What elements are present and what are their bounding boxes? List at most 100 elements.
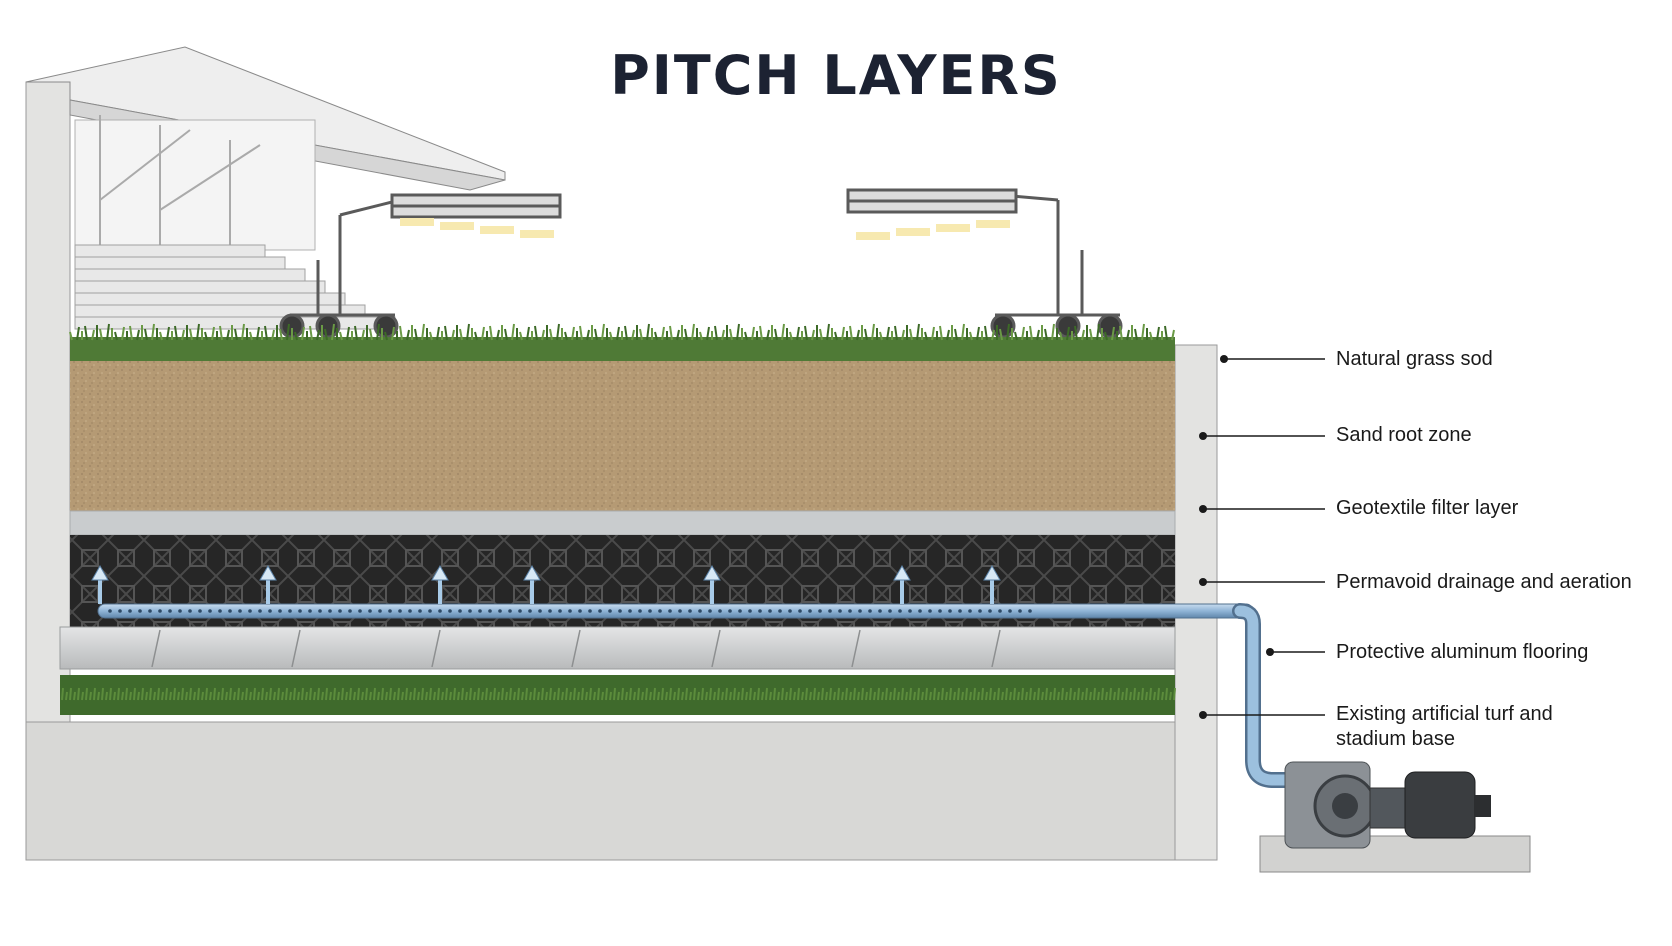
pipe-hole	[808, 609, 812, 613]
turf-blade	[1022, 688, 1023, 700]
turf-blade	[498, 692, 499, 700]
pipe-hole	[868, 609, 872, 613]
turf-blade	[210, 692, 211, 700]
turf-blade	[406, 688, 407, 700]
turf-blade	[174, 688, 175, 700]
turf-blade	[1038, 688, 1039, 700]
turf-blade	[154, 692, 155, 700]
pipe-hole	[458, 609, 462, 613]
left-concrete-wall	[26, 82, 70, 722]
turf-blade	[798, 688, 799, 700]
turf-blade	[698, 692, 699, 700]
turf-blade	[350, 688, 351, 700]
turf-blade	[786, 692, 787, 700]
natural-grass-sod-layer	[70, 337, 1175, 361]
turf-blade	[614, 688, 615, 700]
turf-blade	[590, 688, 591, 700]
turf-blade	[266, 692, 267, 700]
pipe-hole	[438, 609, 442, 613]
turf-blade	[378, 692, 379, 700]
turf-blade	[70, 688, 71, 700]
turf-blade	[494, 688, 495, 700]
turf-blade	[862, 688, 863, 700]
pipe-hole	[668, 609, 672, 613]
turf-blade	[710, 688, 711, 700]
turf-blade	[282, 692, 283, 700]
turf-blade	[894, 688, 895, 700]
pipe-hole	[228, 609, 232, 613]
turf-blade	[618, 692, 619, 700]
turf-blade	[502, 688, 503, 700]
pipe-hole	[318, 609, 322, 613]
pipe-hole	[738, 609, 742, 613]
turf-blade	[1126, 688, 1127, 700]
pipe-hole	[768, 609, 772, 613]
turf-blade	[1086, 688, 1087, 700]
label-existing-artificial-turf: Existing artificial turf and stadium bas…	[1336, 702, 1553, 752]
turf-blade	[1006, 688, 1007, 700]
turf-blade	[214, 688, 215, 700]
turf-blade	[166, 688, 167, 700]
turf-blade	[1026, 692, 1027, 700]
turf-blade	[950, 688, 951, 700]
turf-blade	[1146, 692, 1147, 700]
turf-blade	[878, 688, 879, 700]
pipe-hole	[778, 609, 782, 613]
turf-blade	[206, 688, 207, 700]
pipe-hole	[328, 609, 332, 613]
turf-blade	[370, 692, 371, 700]
turf-blade	[538, 692, 539, 700]
turf-blade	[326, 688, 327, 700]
turf-blade	[1010, 692, 1011, 700]
pipe-hole	[968, 609, 972, 613]
turf-blade	[178, 692, 179, 700]
turf-blade	[1102, 688, 1103, 700]
turf-blade	[962, 692, 963, 700]
pipe-hole	[698, 609, 702, 613]
turf-blade	[186, 692, 187, 700]
turf-blade	[374, 688, 375, 700]
turf-blade	[1042, 692, 1043, 700]
turf-blade	[258, 692, 259, 700]
pump-unit	[1260, 762, 1530, 872]
turf-blade	[238, 688, 239, 700]
turf-blade	[250, 692, 251, 700]
pipe-hole	[678, 609, 682, 613]
turf-blade	[462, 688, 463, 700]
turf-blade	[1142, 688, 1143, 700]
turf-blade	[1122, 692, 1123, 700]
turf-blade	[94, 688, 95, 700]
pipe-hole	[898, 609, 902, 613]
pipe-hole	[258, 609, 262, 613]
pipe-hole	[988, 609, 992, 613]
turf-blade	[994, 692, 995, 700]
turf-blade	[274, 692, 275, 700]
turf-blade	[1134, 688, 1135, 700]
turf-blade	[986, 692, 987, 700]
turf-blade	[998, 688, 999, 700]
turf-blade	[814, 688, 815, 700]
turf-blade	[382, 688, 383, 700]
turf-blade	[286, 688, 287, 700]
pipe-hole	[518, 609, 522, 613]
pipe-hole	[278, 609, 282, 613]
pipe-hole	[918, 609, 922, 613]
pipe-hole	[618, 609, 622, 613]
turf-blade	[550, 688, 551, 700]
turf-blade	[190, 688, 191, 700]
turf-blade	[662, 688, 663, 700]
turf-blade	[390, 688, 391, 700]
pipe-hole	[418, 609, 422, 613]
turf-blade	[522, 692, 523, 700]
turf-blade	[802, 692, 803, 700]
turf-blade	[974, 688, 975, 700]
turf-blade	[558, 688, 559, 700]
turf-blade	[402, 692, 403, 700]
turf-blade	[386, 692, 387, 700]
pipe-hole	[978, 609, 982, 613]
turf-blade	[298, 692, 299, 700]
lamp-right	[856, 220, 1010, 240]
sand-root-zone-layer	[70, 361, 1175, 511]
turf-blade	[306, 692, 307, 700]
right-concrete-wall	[1175, 345, 1217, 860]
